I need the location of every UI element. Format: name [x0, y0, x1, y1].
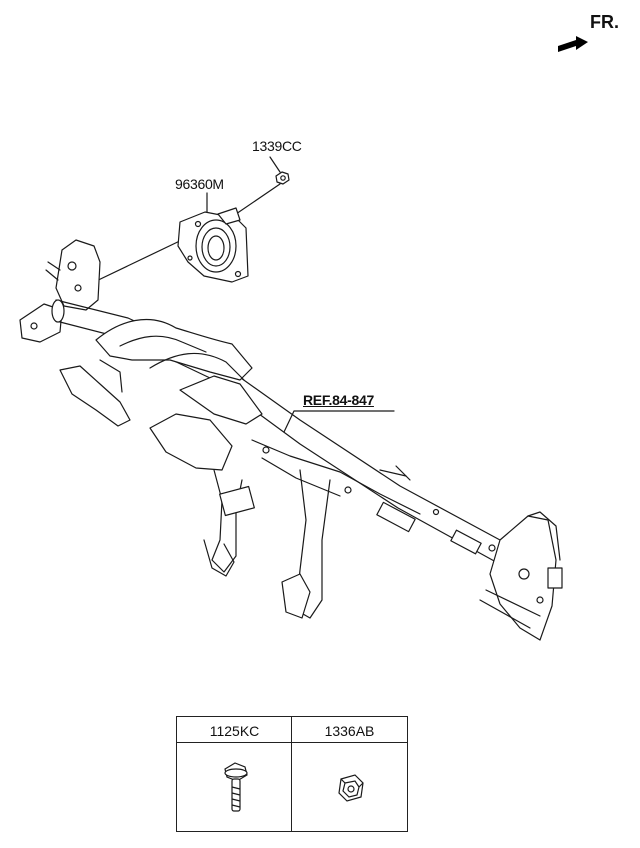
- cowl-crossbar-diagram: [19, 156, 563, 641]
- part-number-1336ab: 1336AB: [292, 717, 407, 743]
- clip-nut-icon: [338, 774, 364, 802]
- leader-line-nut: [235, 183, 281, 215]
- direction-indicator: FR.: [556, 12, 636, 56]
- leader-line-1339cc: [269, 156, 281, 173]
- callout-reference[interactable]: REF.84-847: [303, 392, 374, 408]
- leader-line-ref: [283, 410, 395, 433]
- part-number-1125kc: 1125KC: [177, 717, 292, 743]
- bolt-icon: [224, 762, 248, 812]
- cross-member-assembly: [19, 239, 563, 641]
- table-divider: [291, 717, 292, 831]
- nut-part: [275, 171, 290, 185]
- callout-1339cc: 1339CC: [252, 138, 302, 154]
- leader-line-bracket: [89, 237, 187, 285]
- forward-arrow-icon: [558, 36, 588, 52]
- speaker-bracket-part: [177, 207, 249, 283]
- callout-96360m: 96360M: [175, 176, 224, 192]
- parts-table: 1125KC 1336AB: [176, 716, 408, 832]
- direction-label: FR.: [590, 12, 619, 32]
